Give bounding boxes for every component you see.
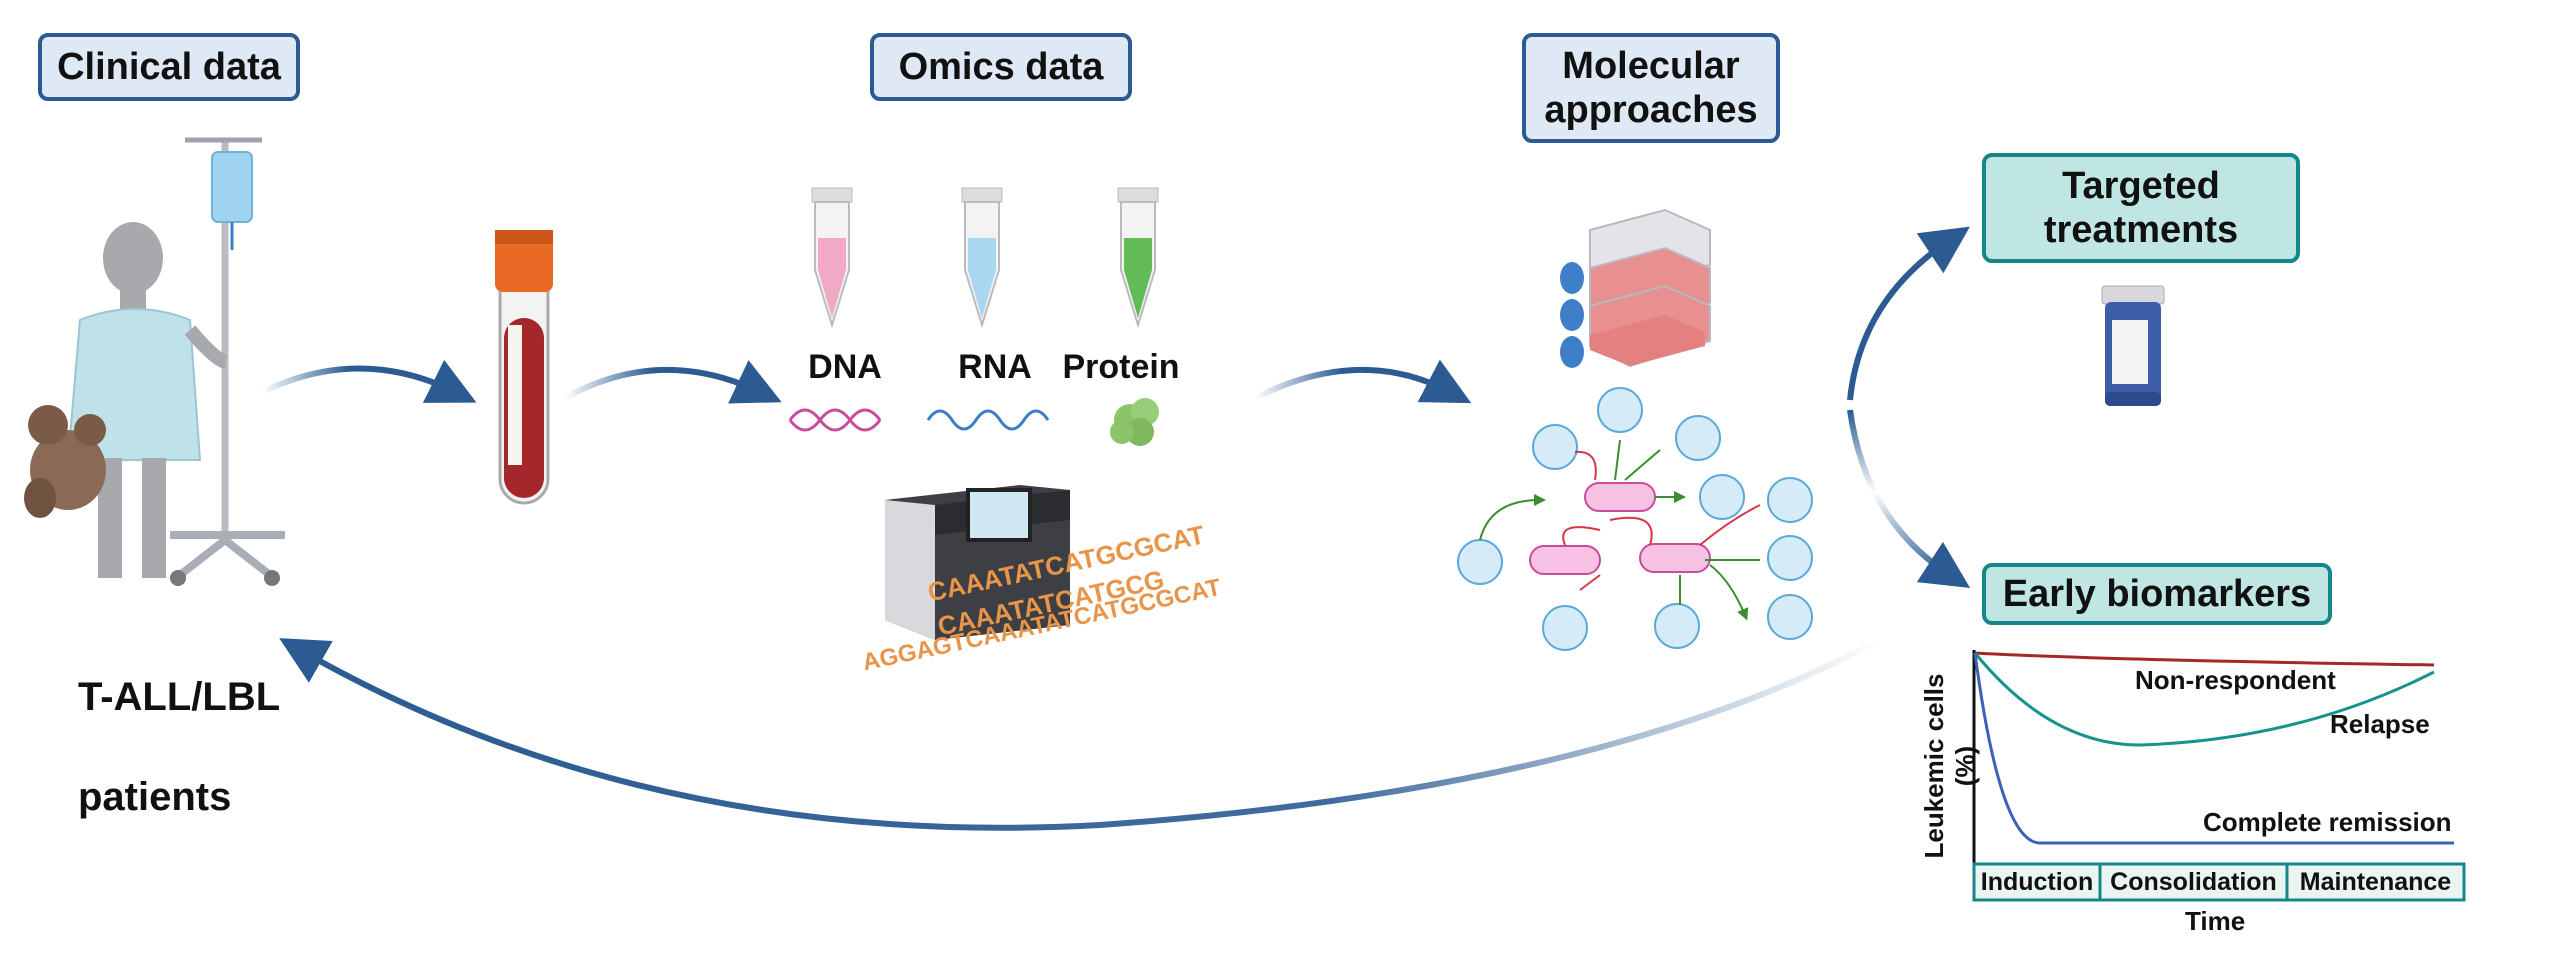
early-biomarkers-label: Early biomarkers (1982, 563, 2332, 625)
patient-illustration (24, 137, 285, 586)
pill-bottle-icon (2101, 285, 2165, 406)
curve-label-relapse: Relapse (2330, 709, 2430, 739)
dna-helix-icon (788, 408, 882, 432)
rna-strand-icon (926, 409, 1050, 431)
clinical-data-text: Clinical data (57, 46, 281, 88)
clinical-data-label: Clinical data (38, 33, 300, 101)
dna-tube-icon (811, 187, 853, 329)
relapse-curve (1973, 652, 2435, 747)
arrow-to-targeted (1847, 226, 1970, 401)
signaling-network-icon (1457, 387, 1813, 651)
non-respondent-curve (1974, 651, 2435, 667)
graph-y-axis-label: Leukemic cells (%) (1919, 673, 1980, 859)
phase-induction: Induction (1980, 867, 2094, 896)
arrow-blood-to-omics (563, 360, 782, 404)
omics-data-label: Omics data (870, 33, 1132, 101)
phase-maintenance: Maintenance (2299, 867, 2452, 896)
arrow-feedback-to-patients (279, 637, 1882, 831)
molecular-line1: Molecular (1562, 45, 1740, 87)
patients-line2: patients (78, 775, 232, 819)
targeted-treatments-label: Targeted treatments (1982, 153, 2300, 263)
rna-label: RNA (958, 348, 1032, 386)
molecular-line2: approaches (1544, 89, 1758, 131)
early-biomarkers-text: Early biomarkers (2002, 573, 2312, 615)
protein-blob-icon (1110, 398, 1159, 446)
arrow-omics-to-molecular (1253, 359, 1472, 404)
biomarker-graph (1972, 650, 2466, 902)
rna-tube-icon (961, 187, 1003, 329)
patients-label: T-ALL/LBL patients (78, 622, 280, 872)
molecular-approaches-label: Molecular approaches (1522, 33, 1780, 143)
sequencer-icon (885, 485, 1070, 640)
cell-culture-flasks-icon (1560, 208, 1711, 368)
patients-line1: T-ALL/LBL (78, 675, 281, 719)
phase-consolidation: Consolidation (2110, 867, 2277, 896)
arrow-patient-to-blood (260, 359, 477, 403)
targeted-line1: Targeted (2062, 165, 2220, 207)
blood-tube-icon (495, 230, 553, 505)
protein-label: Protein (1062, 348, 1180, 386)
targeted-line2: treatments (2043, 209, 2239, 251)
curve-label-complete-remission: Complete remission (2203, 807, 2452, 837)
protein-tube-icon (1117, 187, 1159, 329)
dna-label: DNA (808, 348, 882, 386)
arrow-to-biomarkers (1847, 409, 1971, 589)
complete-remission-curve (1973, 652, 2454, 845)
graph-x-axis-label: Time (2185, 906, 2246, 936)
omics-data-text: Omics data (898, 46, 1104, 88)
curve-label-non-respondent: Non-respondent (2135, 665, 2336, 695)
